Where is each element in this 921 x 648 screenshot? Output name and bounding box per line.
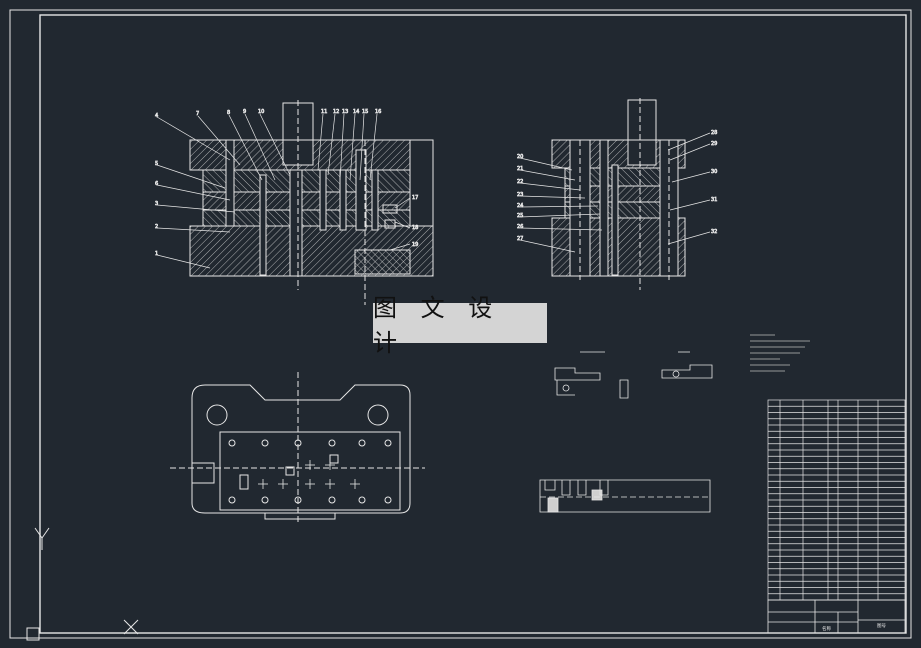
title-block-name-label: 名称 bbox=[822, 625, 831, 632]
front-view-callouts: 4 7 8 9 10 5 6 3 2 1 11 12 13 14 15 16 1… bbox=[155, 109, 419, 269]
callout-11: 11 bbox=[321, 109, 327, 115]
callout-23: 23 bbox=[517, 192, 523, 198]
callout-12: 12 bbox=[333, 109, 339, 115]
callout-19: 19 bbox=[412, 242, 418, 248]
callout-9: 9 bbox=[243, 109, 246, 115]
callout-14: 14 bbox=[353, 109, 359, 115]
callout-8: 8 bbox=[227, 110, 230, 116]
technical-notes bbox=[750, 334, 810, 372]
side-section-view bbox=[551, 98, 686, 290]
parts-list-table bbox=[767, 399, 906, 601]
callout-5: 5 bbox=[155, 161, 158, 167]
callout-28: 28 bbox=[711, 130, 717, 136]
callout-21: 21 bbox=[517, 166, 523, 172]
sheet-border bbox=[9, 9, 912, 639]
side-view-callouts: 20 21 22 23 24 25 26 27 28 29 30 31 32 bbox=[517, 130, 718, 253]
callout-13: 13 bbox=[342, 109, 348, 115]
plan-holes bbox=[228, 439, 392, 504]
callout-17: 17 bbox=[412, 195, 418, 201]
front-section-view bbox=[189, 100, 434, 305]
callout-18: 18 bbox=[412, 225, 418, 231]
callout-22: 22 bbox=[517, 179, 523, 185]
detail-sketches bbox=[539, 351, 713, 513]
callout-26: 26 bbox=[517, 224, 523, 230]
callout-2: 2 bbox=[155, 224, 158, 230]
callout-31: 31 bbox=[711, 197, 717, 203]
callout-3: 3 bbox=[155, 201, 158, 207]
callout-29: 29 bbox=[711, 141, 717, 147]
callout-7: 7 bbox=[196, 111, 199, 117]
callout-4: 4 bbox=[155, 113, 158, 119]
callout-10: 10 bbox=[258, 109, 264, 115]
callout-1: 1 bbox=[155, 251, 158, 257]
callout-30: 30 bbox=[711, 169, 717, 175]
title-block-drawing-label: 图号 bbox=[877, 623, 886, 629]
plan-cross-marks bbox=[258, 460, 360, 489]
callout-16: 16 bbox=[375, 109, 381, 115]
title-block bbox=[767, 599, 906, 634]
watermark-banner: 图 文 设 计 bbox=[373, 294, 547, 357]
callout-24: 24 bbox=[517, 203, 523, 209]
callout-6: 6 bbox=[155, 181, 158, 187]
callout-32: 32 bbox=[711, 229, 717, 235]
callout-15: 15 bbox=[362, 109, 368, 115]
callout-27: 27 bbox=[517, 236, 523, 242]
callout-25: 25 bbox=[517, 213, 523, 219]
callout-20: 20 bbox=[517, 154, 523, 160]
plan-view bbox=[170, 372, 425, 525]
ucs-icon bbox=[26, 527, 139, 641]
